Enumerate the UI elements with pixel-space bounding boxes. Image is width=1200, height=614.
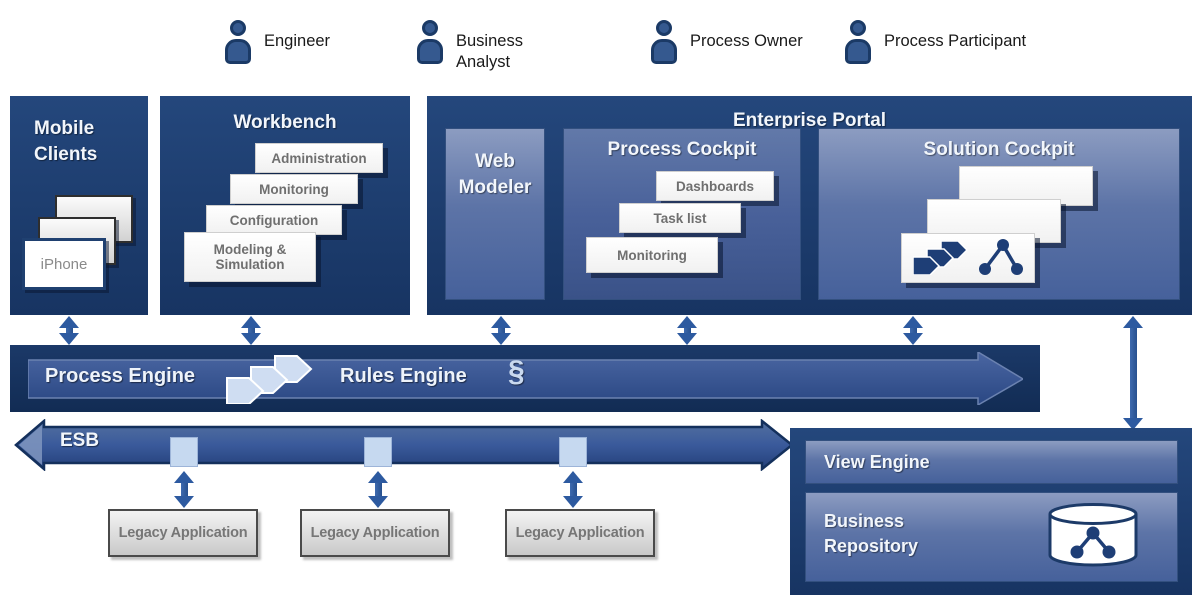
actor-label: Process Owner	[690, 32, 803, 50]
actor-engineer: Engineer	[224, 20, 330, 64]
process-cockpit-panel: Process Cockpit Dashboards Task list Mon…	[563, 128, 801, 300]
iphone-label: iPhone	[40, 255, 88, 273]
cockpit-card-task-list: Task list	[619, 203, 741, 233]
legacy-application-box: Legacy Application	[108, 509, 258, 557]
connector-esb-legacy-1	[173, 471, 195, 508]
legacy-application-box: Legacy Application	[300, 509, 450, 557]
process-cockpit-title: Process Cockpit	[607, 139, 757, 160]
legacy-application-box: Legacy Application	[505, 509, 655, 557]
workbench-title: Workbench	[233, 112, 337, 133]
actor-label: Process Participant	[884, 32, 1027, 50]
cockpit-card-monitoring: Monitoring	[586, 237, 718, 273]
connector-mobile-engine	[58, 316, 80, 345]
esb-port	[559, 437, 587, 467]
view-engine-box: View Engine	[805, 440, 1178, 484]
mobile-clients-title: Mobile Clients	[34, 118, 98, 165]
actor-label: Business Analyst	[456, 32, 523, 71]
solution-card-icons	[901, 233, 1035, 283]
engine-band: Process Engine Rules Engine §	[10, 345, 1040, 412]
connector-solutioncockpit-engine	[902, 316, 924, 345]
enterprise-portal-title: Enterprise Portal	[732, 110, 887, 131]
process-engine-label: Process Engine	[45, 365, 196, 387]
connector-esb-legacy-3	[562, 471, 584, 508]
person-icon	[844, 20, 872, 64]
solution-cockpit-title: Solution Cockpit	[923, 139, 1075, 160]
actor-business-analyst: Business Analyst	[416, 20, 542, 72]
connector-portal-viewengine	[1122, 316, 1144, 430]
workbench-card-configuration: Configuration	[206, 205, 342, 235]
web-modeler-panel: Web Modeler	[445, 128, 545, 300]
view-engine-label: View Engine	[824, 452, 930, 472]
esb-arrow-shape	[14, 419, 794, 471]
actor-label: Engineer	[264, 32, 331, 50]
hierarchy-tree-icon	[979, 239, 1023, 275]
esb-label: ESB	[60, 430, 100, 451]
workbench-card-administration: Administration	[255, 143, 383, 173]
esb-port	[364, 437, 392, 467]
mobile-clients-box: Mobile Clients iPhone	[10, 96, 148, 315]
workbench-card-modeling-simulation: Modeling & Simulation	[184, 232, 316, 282]
person-icon	[224, 20, 252, 64]
workbench-box: Workbench Administration Monitoring Conf…	[160, 96, 410, 315]
web-modeler-title: Web Modeler	[458, 151, 532, 198]
database-icon	[1048, 503, 1138, 567]
workbench-card-monitoring: Monitoring	[230, 174, 358, 204]
rules-engine-label: Rules Engine	[340, 365, 467, 387]
esb-port	[170, 437, 198, 467]
connector-workbench-engine	[240, 316, 262, 345]
section-sign-icon: §	[508, 355, 525, 388]
connector-webmodeler-engine	[490, 316, 512, 345]
business-repository-box: Business Repository	[805, 492, 1178, 582]
solution-cockpit-panel: Solution Cockpit	[818, 128, 1180, 300]
business-repository-label: Business Repository	[824, 511, 919, 557]
person-icon	[416, 20, 444, 64]
actor-process-participant: Process Participant	[844, 20, 1026, 64]
actor-process-owner: Process Owner	[650, 20, 803, 64]
enterprise-portal-box: Enterprise Portal Web Modeler Process Co…	[427, 96, 1192, 315]
connector-esb-legacy-2	[367, 471, 389, 508]
cockpit-card-dashboards: Dashboards	[656, 171, 774, 201]
view-engine-repository-container: View Engine Business Repository	[790, 428, 1192, 595]
iphone-screen: iPhone	[22, 238, 106, 290]
person-icon	[650, 20, 678, 64]
process-chevrons-icon	[913, 241, 969, 275]
connector-processcockpit-engine	[676, 316, 698, 345]
process-chevrons-icon	[226, 355, 313, 404]
